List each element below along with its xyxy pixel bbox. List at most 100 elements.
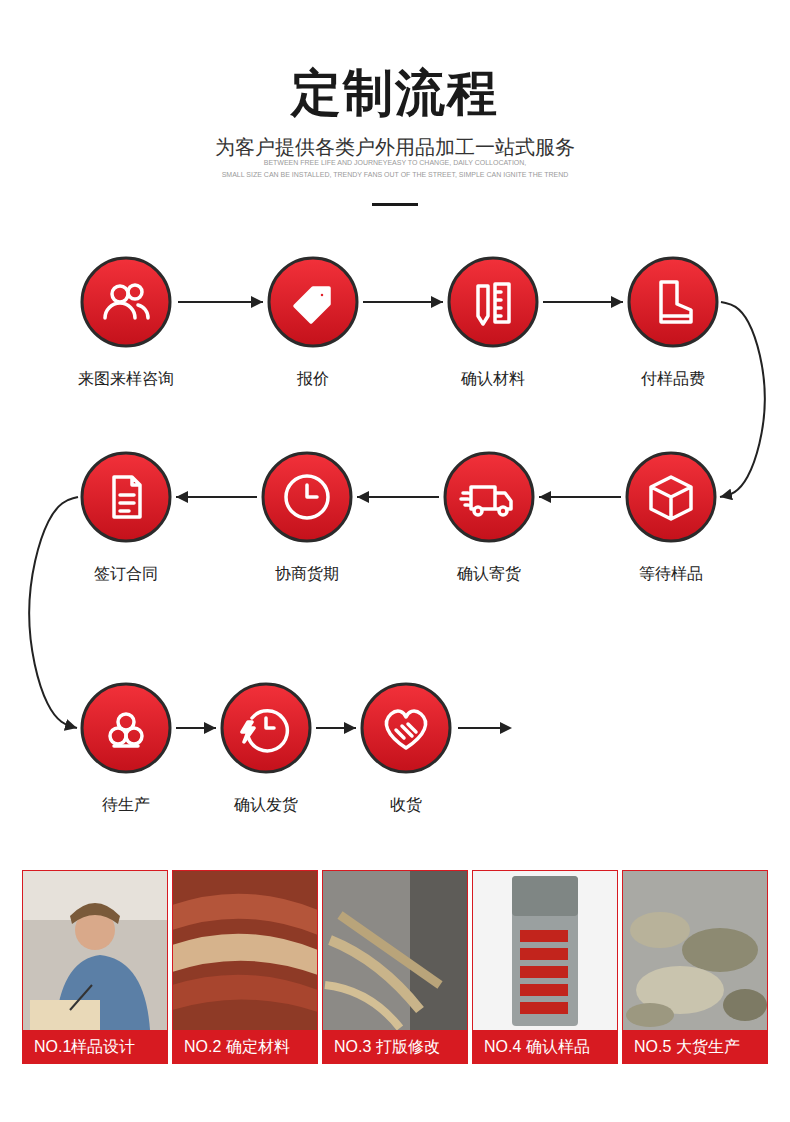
step-circle [625, 254, 721, 350]
stage-panel: NO.2 确定材料 [172, 870, 318, 1064]
photo-ground [472, 870, 618, 1030]
photo-frame [473, 871, 618, 1064]
photo-frame [23, 871, 168, 1064]
step-icon [105, 285, 148, 318]
icon-stroke [396, 724, 416, 738]
icon-stroke [112, 286, 128, 302]
panel-caption: NO.2 确定材料 [172, 1030, 318, 1064]
flow-arrow [29, 497, 78, 728]
circle-shape [263, 453, 351, 541]
photo-cutting [322, 870, 468, 1064]
photo-pencil [70, 985, 92, 1010]
icon-stroke [661, 282, 691, 322]
flow-arrow [720, 302, 765, 497]
flow-arrow [176, 727, 216, 729]
icon-stroke [118, 714, 134, 730]
circle-shape [82, 258, 170, 346]
photo-production [622, 870, 768, 1064]
page-title: 定制流程 [0, 60, 790, 127]
step-label: 付样品费 [641, 369, 705, 389]
step-icon [242, 711, 287, 751]
photo-shell [520, 984, 568, 996]
photo-shell [520, 930, 568, 942]
step-circle [78, 449, 174, 545]
step-label: 确认寄货 [457, 564, 521, 584]
photo-frame [323, 871, 468, 1064]
icon-stroke [266, 718, 274, 728]
photo-strap [172, 934, 318, 975]
flow-arrow [176, 496, 257, 498]
icon-stroke [286, 476, 328, 518]
step-label: 来图来样咨询 [78, 369, 174, 389]
title-underline [372, 203, 418, 206]
arrow-line [458, 727, 500, 729]
photo-strap [340, 915, 440, 985]
photo-camo [682, 928, 758, 972]
icon-stroke [105, 303, 135, 318]
step-node: 签订合同 [78, 449, 174, 586]
flow-arrow [357, 496, 439, 498]
photo-ground [622, 870, 768, 1030]
icon-stroke [499, 507, 507, 515]
circle-shape [449, 258, 537, 346]
trailing-arrow [458, 722, 512, 734]
step-node: 报价 [265, 254, 361, 391]
step-node: 付样品费 [625, 254, 721, 391]
flow-arrow [178, 301, 263, 303]
subtitle: 为客户提供各类户外用品加工一站式服务 [0, 134, 790, 161]
circle-shape [269, 258, 357, 346]
step-icon [110, 714, 142, 746]
flow-arrow [316, 727, 356, 729]
circle-shape [362, 684, 450, 772]
step-icon [661, 282, 691, 322]
step-icon [461, 487, 511, 515]
panel-caption: NO.1样品设计 [22, 1030, 168, 1064]
step-circle [78, 680, 174, 776]
circle-shape [82, 684, 170, 772]
photo-leather [172, 870, 318, 1064]
step-circle [623, 449, 719, 545]
flow-arrow [539, 496, 621, 498]
stage-panel: NO.5 大货生产 [622, 870, 768, 1064]
step-label: 确认发货 [234, 795, 298, 815]
step-icon [386, 711, 425, 748]
step-node: 确认发货 [218, 680, 314, 817]
step-label: 收货 [390, 795, 422, 815]
icon-stroke [242, 722, 254, 742]
stage-panel: NO.1样品设计 [22, 870, 168, 1064]
step-label: 签订合同 [94, 564, 158, 584]
step-label: 等待样品 [639, 564, 703, 584]
flow-arrow [543, 301, 623, 303]
icon-stroke [478, 286, 488, 324]
arrow-head [500, 722, 512, 734]
photo-shell [520, 966, 568, 978]
photo-pouch [472, 870, 618, 1064]
icon-stroke [319, 292, 325, 298]
circle-shape [445, 453, 533, 541]
step-label: 确认材料 [461, 369, 525, 389]
photo-camo [626, 1003, 674, 1027]
circle-shape [629, 258, 717, 346]
step-label: 待生产 [102, 795, 150, 815]
stage-panel: NO.4 确认样品 [472, 870, 618, 1064]
circle-shape [222, 684, 310, 772]
photo-ground [22, 870, 168, 1030]
photo-shell [520, 1002, 568, 1014]
step-circle [358, 680, 454, 776]
icon-stroke [474, 507, 482, 515]
icon-stroke [307, 485, 317, 497]
step-node: 来图来样咨询 [76, 254, 176, 391]
photo-frame [623, 871, 768, 1064]
step-circle [78, 254, 174, 350]
photo-strap [172, 975, 318, 1012]
english-tagline: SMALL SIZE CAN BE INSTALLED, TRENDY FANS… [0, 171, 790, 178]
panel-caption: NO.3 打版修改 [322, 1030, 468, 1064]
photo-pouch-flap [512, 876, 578, 916]
photo-shell [520, 948, 568, 960]
photo-ground [322, 870, 468, 1030]
icon-stroke [128, 285, 142, 299]
step-circle [218, 680, 314, 776]
photo-frame [173, 871, 318, 1064]
